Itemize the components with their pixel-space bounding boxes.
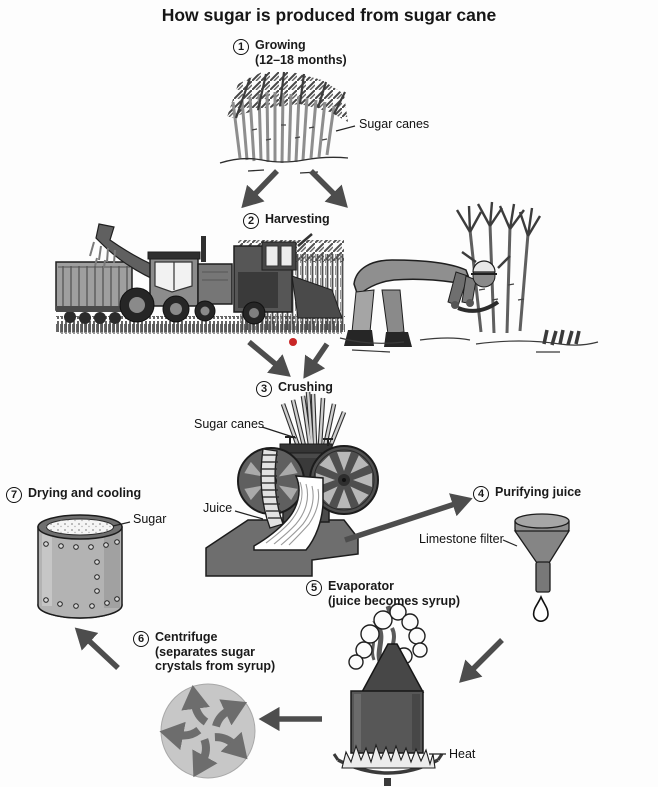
arrow-crushing-to-purifying: [344, 493, 473, 543]
step-2-harvesting: 2 Harvesting: [243, 212, 330, 229]
page-title: How sugar is produced from sugar cane: [161, 5, 497, 25]
arrow-growing-to-harvest-right: [309, 169, 348, 208]
crusher-illustration: [205, 391, 379, 577]
annotation-leader-lines: [112, 125, 518, 755]
step-1-sublabel: (12–18 months): [255, 53, 347, 67]
step-5-number: 5: [306, 579, 322, 596]
annotation-sugar: Sugar: [133, 512, 167, 526]
step-1-growing: 1 Growing (12–18 months): [233, 38, 347, 67]
step-4-number: 4: [473, 485, 489, 502]
harvester-machine-illustration: [55, 223, 345, 334]
step-5-label: Evaporator: [328, 579, 394, 593]
arrow-harvest-to-crushing-left: [247, 339, 291, 377]
sugar-crystals: [46, 519, 114, 535]
annotation-heat: Heat: [449, 747, 476, 761]
step-3-label: Crushing: [278, 380, 333, 394]
manual-harvesting-illustration: [339, 201, 599, 353]
centrifuge-illustration: [159, 683, 256, 779]
arrow-growing-to-harvest-left: [241, 169, 279, 209]
step-7-drying-cooling: 7 Drying and cooling: [6, 486, 141, 503]
step-3-number: 3: [256, 380, 272, 397]
step-7-label: Drying and cooling: [28, 486, 142, 500]
step-2-number: 2: [243, 212, 259, 229]
step-5-evaporator: 5 Evaporator (juice becomes syrup): [306, 579, 460, 608]
step-6-sublabel: (separates sugar crystals from syrup): [155, 645, 276, 673]
juice-droplet: [532, 594, 549, 622]
step-4-label: Purifying juice: [495, 485, 582, 499]
flames: [341, 743, 436, 769]
drying-drum-illustration: [37, 514, 123, 619]
arrow-harvest-to-crushing-right: [303, 342, 330, 379]
annotation-juice: Juice: [203, 501, 233, 515]
red-dot: [289, 338, 297, 346]
step-3-crushing: 3 Crushing: [256, 380, 333, 397]
step-7-number: 7: [6, 486, 22, 503]
annotation-sugar-canes-growing: Sugar canes: [359, 117, 430, 131]
step-1-number: 1: [233, 38, 249, 55]
arrow-purifying-to-evaporator: [459, 638, 504, 683]
step-6-label: Centrifuge: [155, 630, 218, 644]
arrow-centrifuge-to-drying: [74, 627, 120, 671]
step-6-number: 6: [133, 630, 149, 647]
step-6-centrifuge: 6 Centrifuge (separates sugar crystals f…: [133, 630, 275, 673]
annotation-sugar-canes-crusher: Sugar canes: [194, 417, 265, 431]
limestone-filter-funnel-illustration: [513, 513, 571, 622]
step-1-label: Growing: [255, 38, 306, 52]
step-5-sublabel: (juice becomes syrup): [328, 594, 460, 608]
step-2-label: Harvesting: [265, 212, 330, 226]
annotation-limestone-filter: Limestone filter: [419, 532, 504, 546]
step-4-purifying-juice: 4 Purifying juice: [473, 485, 581, 502]
growing-sugar-canes-illustration: [219, 71, 349, 174]
evaporator-illustration: [332, 603, 444, 786]
